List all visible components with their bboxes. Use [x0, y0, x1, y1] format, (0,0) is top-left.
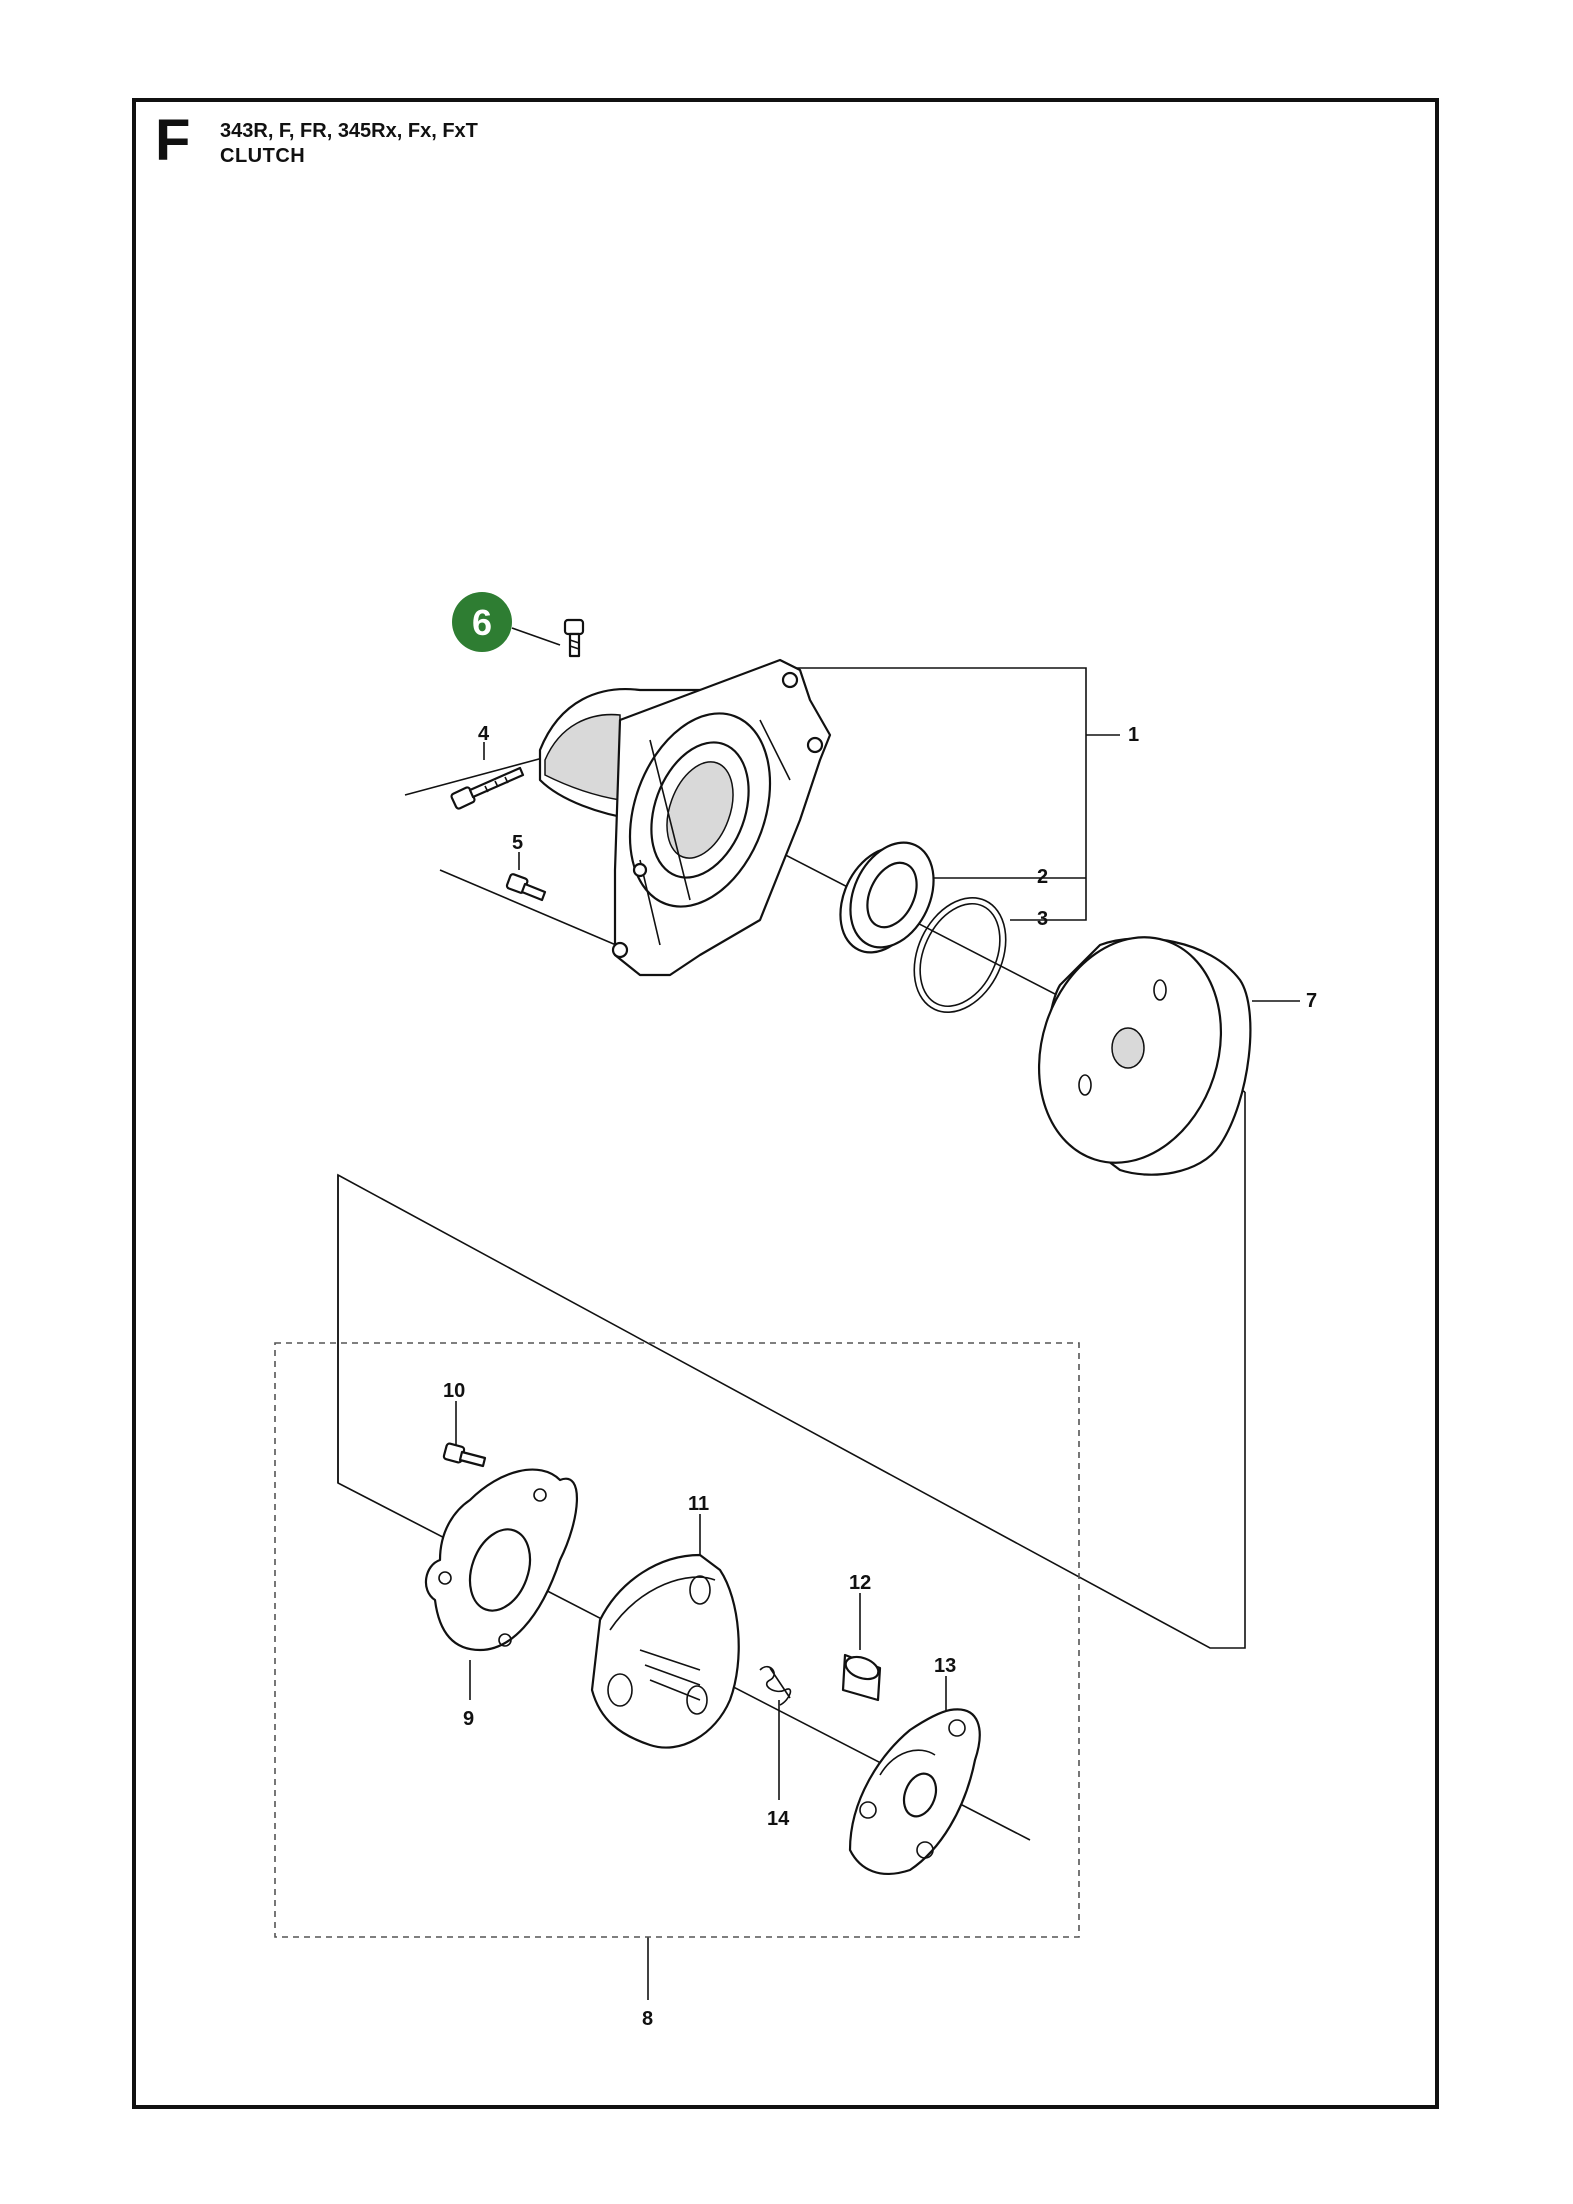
- callout-4: 4: [478, 723, 490, 745]
- callout-labels: 1 2 3 4 5 7 8 9 10 11 12 13 14: [443, 723, 1317, 2030]
- circlip-part-3: [913, 896, 1007, 1014]
- clutch-shoes-part-11: [590, 1553, 740, 1749]
- callout-12: 12: [849, 1572, 871, 1594]
- bolt-part-4: [450, 766, 525, 810]
- callout-1: 1: [1128, 724, 1139, 746]
- screw-part-6: [563, 618, 585, 658]
- callout-8: 8: [642, 2008, 653, 2030]
- bolt-part-5: [505, 873, 547, 902]
- callout-7: 7: [1306, 990, 1317, 1012]
- callout-2: 2: [1037, 866, 1048, 888]
- spring-part-14: [759, 1665, 792, 1706]
- page-frame: [132, 98, 1439, 2109]
- bearing-part-2: [839, 841, 935, 954]
- clutch-kit-outline: [274, 1342, 1080, 1938]
- callout-5: 5: [512, 832, 523, 854]
- callout-3: 3: [1037, 908, 1048, 930]
- callout-11: 11: [688, 1493, 709, 1515]
- callout-14: 14: [767, 1808, 790, 1830]
- bushing-part-12: [841, 1653, 882, 1702]
- plate-part-9: [424, 1468, 578, 1652]
- highlight-badge-circle: [452, 592, 512, 652]
- clutch-drum-part-7: [1037, 936, 1252, 1176]
- callout-13: 13: [934, 1655, 956, 1677]
- highlight-badge-label: 6: [472, 602, 492, 643]
- bolt-part-10: [442, 1442, 487, 1468]
- highlight-badge-part-6: 6: [452, 592, 512, 652]
- callout-10: 10: [443, 1380, 465, 1402]
- clutch-housing-part-1: [538, 658, 832, 977]
- section-letter: F: [155, 108, 191, 173]
- callout-9: 9: [463, 1708, 474, 1730]
- plate-part-13: [848, 1708, 981, 1875]
- leader-lines: [337, 627, 1300, 2000]
- model-list: 343R, F, FR, 345Rx, Fx, FxT: [220, 120, 478, 142]
- section-title: CLUTCH: [220, 145, 306, 167]
